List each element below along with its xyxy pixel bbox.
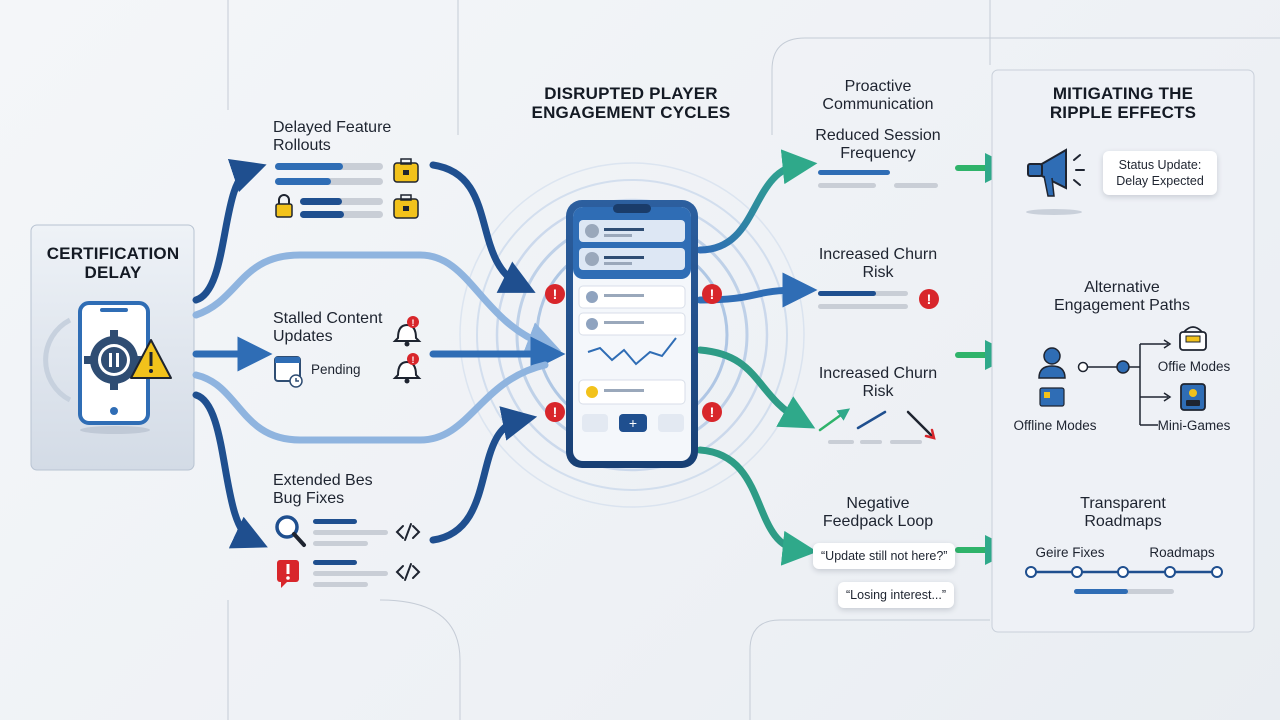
code-icon-2 — [395, 563, 421, 581]
alternative-paths-title: Alternative Engagement Paths — [1053, 279, 1191, 314]
feedback-quote-2: “Losing interest...” — [838, 582, 955, 608]
effect-increased-churn-risk-2: Increased Churn Risk — [818, 365, 938, 400]
bell-alert-icon-2: ! — [392, 353, 422, 384]
phone-alert-icons: !! !! — [545, 284, 722, 422]
offie-modes-label: Offie Modes — [1157, 359, 1231, 374]
left-item-delayed-features: Delayed Feature Rollouts — [273, 119, 392, 154]
magnifier-icon — [275, 515, 306, 547]
code-icon — [395, 523, 421, 541]
left-item-bug-fixes: Extended Bes Bug Fixes — [273, 472, 373, 507]
svg-text:!: ! — [710, 404, 715, 420]
phone-to-effects-arrows — [696, 149, 818, 566]
effect-proactive-communication: Proactive Communication — [822, 78, 934, 113]
transparent-roadmaps-title: Transparent Roadmaps — [1080, 495, 1166, 530]
alternative-paths-diagram — [1038, 339, 1172, 426]
mini-games-label: Mini-Games — [1157, 418, 1231, 433]
mitigation-title: MITIGATING THE RIPPLE EFFECTS — [1049, 84, 1197, 122]
pending-status: Pending — [311, 362, 361, 377]
svg-text:!: ! — [412, 355, 415, 365]
churn-risk-bars — [818, 291, 908, 309]
trend-arrows-icon — [818, 408, 936, 444]
effect-reduced-session-frequency: Reduced Session Frequency — [815, 127, 941, 162]
svg-text:!: ! — [927, 291, 932, 307]
roadmap-timeline — [1025, 566, 1223, 594]
status-update-bubble: Status Update: Delay Expected — [1103, 151, 1217, 195]
center-title: DISRUPTED PLAYER ENGAGEMENT CYCLES — [531, 84, 731, 122]
megaphone-icon — [1026, 148, 1085, 215]
svg-text:!: ! — [553, 404, 558, 420]
certification-title: CERTIFICATION DELAY — [46, 244, 180, 282]
toolbox-icon — [393, 158, 419, 183]
background-frame-lines — [227, 0, 1280, 720]
svg-text:+: + — [629, 415, 637, 431]
bug-report-icon — [277, 560, 299, 588]
geire-fixes-label: Geire Fixes — [1035, 545, 1105, 560]
svg-text:!: ! — [710, 286, 715, 302]
effect-increased-churn-risk: Increased Churn Risk — [818, 246, 938, 281]
padlock-icon — [275, 194, 293, 218]
warning-icon — [130, 339, 172, 379]
controller-box-icon — [1179, 326, 1207, 351]
cert-to-items-arrows — [192, 159, 424, 549]
effect-negative-feedback-loop: Negative Feedpack Loop — [822, 495, 934, 530]
calendar-icon — [274, 356, 303, 388]
central-phone: + — [566, 200, 698, 468]
alert-icon: ! — [919, 289, 939, 309]
toolbox-icon-2 — [393, 194, 419, 219]
roadmaps-label: Roadmaps — [1149, 545, 1215, 560]
feedback-quote-1: “Update still not here?” — [813, 543, 956, 569]
bug-fix-text-bars — [313, 519, 388, 587]
svg-text:!: ! — [553, 286, 558, 302]
offline-modes-label: Offline Modes — [1013, 418, 1097, 433]
gear-icon — [84, 330, 144, 390]
mini-games-icon — [1180, 383, 1206, 411]
bell-alert-icon: ! — [392, 316, 422, 347]
svg-text:!: ! — [412, 318, 415, 328]
items-to-phone-arrows — [416, 161, 566, 544]
session-frequency-bars — [818, 170, 938, 188]
left-item-stalled-content: Stalled Content Updates — [273, 310, 383, 345]
feature-rollout-progress-bars — [275, 163, 383, 218]
